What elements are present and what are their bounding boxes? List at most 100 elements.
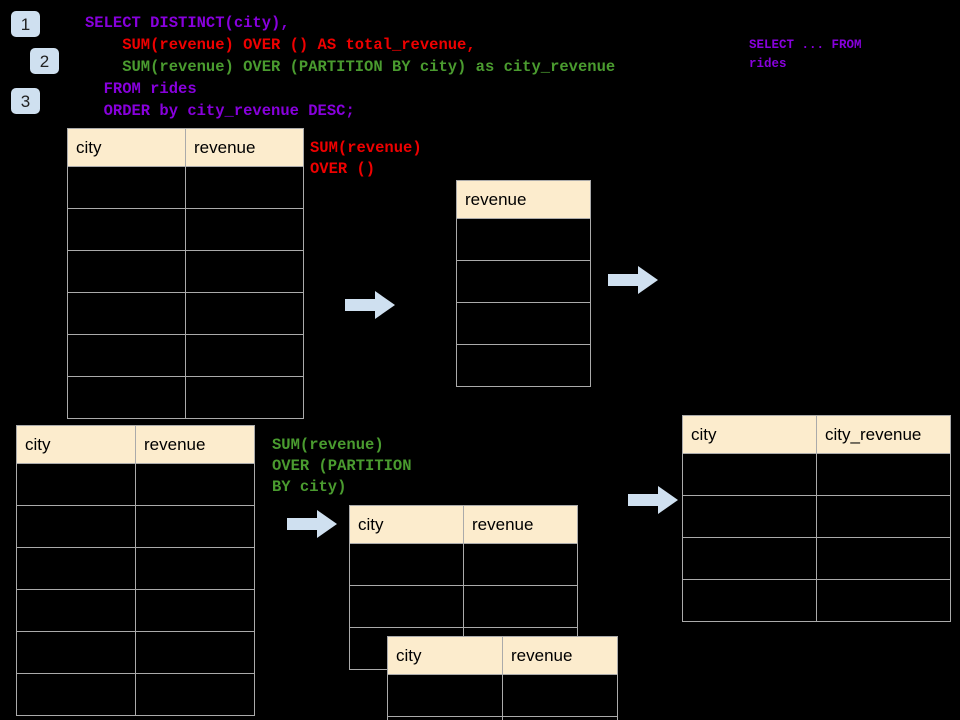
- cell-city: [67, 292, 186, 335]
- cell-revenue: [185, 334, 304, 377]
- cell-city: [682, 495, 817, 538]
- table-header-row: city revenue: [349, 505, 578, 544]
- annotation-sum-over-partition: SUM(revenue) OVER (PARTITION BY city): [272, 436, 412, 496]
- table-row: [67, 250, 304, 293]
- cell-revenue: [135, 631, 255, 674]
- cell-revenue: [456, 260, 591, 303]
- cell-city: [682, 537, 817, 580]
- cell-revenue: [185, 250, 304, 293]
- cell-revenue: [135, 589, 255, 632]
- column-header-revenue: revenue: [185, 128, 304, 167]
- table-row: [682, 579, 951, 622]
- column-header-city: city: [16, 425, 136, 464]
- cell-city-revenue: [816, 537, 951, 580]
- table-row: [16, 547, 255, 590]
- cell-revenue: [185, 208, 304, 251]
- arrow-source-to-partition: [287, 510, 337, 538]
- partition-group-table-b: city revenue: [387, 636, 618, 720]
- table-row: [16, 505, 255, 548]
- table-row: [387, 674, 618, 717]
- column-header-revenue: revenue: [502, 636, 618, 675]
- sql-line-sum-over-partition: SUM(revenue) OVER (PARTITION BY city) as…: [85, 58, 616, 76]
- cell-revenue: [502, 674, 618, 717]
- cell-revenue: [135, 463, 255, 506]
- cell-city: [387, 716, 503, 720]
- rides-source-table-bottom: city revenue: [16, 425, 255, 716]
- annotation-sum-over-empty: SUM(revenue) OVER (): [310, 139, 422, 178]
- step-badge-3: 3: [11, 88, 40, 114]
- cell-revenue: [463, 543, 578, 586]
- cell-city: [67, 166, 186, 209]
- table-header-row: city revenue: [16, 425, 255, 464]
- cell-city: [387, 674, 503, 717]
- cell-city: [16, 547, 136, 590]
- sql-line-from: FROM rides: [85, 80, 197, 98]
- cell-revenue: [135, 673, 255, 716]
- cell-city: [67, 376, 186, 419]
- arrow-partition-to-result: [628, 486, 678, 514]
- cell-city: [67, 250, 186, 293]
- cell-revenue: [456, 344, 591, 387]
- city-revenue-result-table: city city_revenue: [682, 415, 951, 622]
- table-row: [16, 463, 255, 506]
- cell-city: [682, 453, 817, 496]
- table-row: [67, 376, 304, 419]
- column-header-city: city: [67, 128, 186, 167]
- column-header-revenue: revenue: [463, 505, 578, 544]
- cell-city: [67, 208, 186, 251]
- cell-city-revenue: [816, 495, 951, 538]
- table-row: [67, 292, 304, 335]
- column-header-city: city: [349, 505, 464, 544]
- cell-city: [16, 673, 136, 716]
- cell-revenue: [135, 505, 255, 548]
- table-row: [349, 543, 578, 586]
- total-revenue-table: revenue: [456, 180, 591, 387]
- table-header-row: city revenue: [67, 128, 304, 167]
- table-row: [456, 218, 591, 261]
- cell-revenue: [185, 166, 304, 209]
- column-header-city-revenue: city_revenue: [816, 415, 951, 454]
- table-row: [67, 208, 304, 251]
- table-header-row: city city_revenue: [682, 415, 951, 454]
- column-header-city: city: [387, 636, 503, 675]
- sql-line-select-distinct: SELECT DISTINCT(city),: [85, 14, 290, 32]
- annotation-select-from-rides: SELECT ... FROM rides: [749, 38, 862, 71]
- column-header-revenue: revenue: [135, 425, 255, 464]
- table-row: [67, 166, 304, 209]
- table-row: [16, 589, 255, 632]
- cell-city: [349, 543, 464, 586]
- table-row: [456, 302, 591, 345]
- table-row: [682, 453, 951, 496]
- column-header-revenue: revenue: [456, 180, 591, 219]
- cell-revenue: [185, 376, 304, 419]
- table-row: [387, 716, 618, 720]
- table-header-row: revenue: [456, 180, 591, 219]
- arrow-total-to-result: [608, 266, 658, 294]
- rides-source-table-top: city revenue: [67, 128, 304, 419]
- cell-city: [16, 463, 136, 506]
- table-row: [682, 495, 951, 538]
- table-row: [682, 537, 951, 580]
- cell-city: [16, 505, 136, 548]
- cell-city: [67, 334, 186, 377]
- cell-city: [16, 631, 136, 674]
- cell-revenue: [456, 302, 591, 345]
- table-row: [456, 260, 591, 303]
- sql-line-sum-over-empty: SUM(revenue) OVER () AS total_revenue,: [85, 36, 476, 54]
- cell-revenue: [456, 218, 591, 261]
- sql-line-order-by: ORDER by city_revenue DESC;: [85, 102, 355, 120]
- cell-revenue: [463, 585, 578, 628]
- table-row: [349, 585, 578, 628]
- cell-revenue: [185, 292, 304, 335]
- table-header-row: city revenue: [387, 636, 618, 675]
- cell-revenue: [502, 716, 618, 720]
- cell-city: [349, 585, 464, 628]
- step-badge-2: 2: [30, 48, 59, 74]
- table-row: [16, 631, 255, 674]
- table-row: [456, 344, 591, 387]
- cell-city: [16, 589, 136, 632]
- arrow-source-to-total: [345, 291, 395, 319]
- cell-city-revenue: [816, 453, 951, 496]
- table-row: [16, 673, 255, 716]
